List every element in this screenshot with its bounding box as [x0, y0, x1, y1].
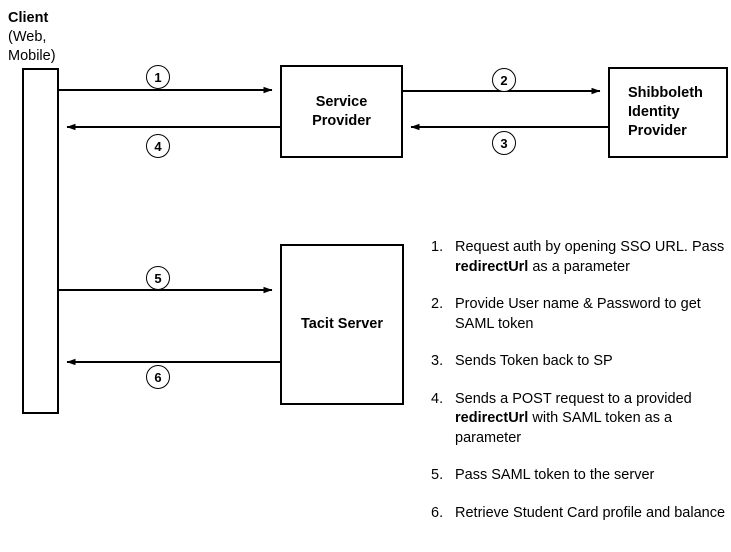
step-badge-2: 2	[492, 68, 516, 92]
client-subtitle-line-2: Mobile)	[8, 48, 56, 64]
service-provider-line-2: Provider	[312, 112, 371, 129]
legend-item-number: 5.	[431, 467, 444, 483]
legend-run: as a parameter	[528, 258, 630, 275]
legend-run: with SAML token as a parameter	[455, 410, 673, 446]
node-service-provider-box	[280, 65, 403, 158]
legend-run: Provide User name & Password to get SAML…	[455, 296, 701, 332]
legend-run: Request auth by opening SSO URL. Pass	[455, 239, 725, 255]
legend-list: 1. Request auth by opening SSO URL. Pass …	[431, 238, 727, 541]
legend-emphasis: redirectUrl	[455, 410, 529, 426]
legend-item: 1. Request auth by opening SSO URL. Pass …	[431, 238, 727, 277]
step-badge-6: 6	[146, 365, 170, 389]
legend-item-text: Retrieve Student Card profile and balanc…	[455, 504, 727, 524]
node-client-label: Client (Web, Mobile)	[8, 9, 128, 66]
legend-run: Retrieve Student Card profile and balanc…	[455, 504, 726, 521]
legend-item-number: 1.	[431, 239, 444, 255]
step-badge-3: 3	[492, 131, 516, 155]
legend-item-text: Provide User name & Password to get SAML…	[455, 295, 727, 334]
legend-run: Pass SAML token to the server	[455, 467, 655, 483]
legend-item: 5. Pass SAML token to the server	[431, 466, 727, 486]
node-tacit-server-label: Tacit Server	[281, 245, 403, 404]
legend-item-number: 3.	[431, 353, 444, 369]
node-client-box	[22, 68, 59, 414]
legend-item: 6. Retrieve Student Card profile and bala…	[431, 504, 727, 524]
legend-item-number: 6.	[431, 504, 444, 521]
legend-item: 3. Sends Token back to SP	[431, 352, 727, 372]
node-identity-provider-label: Shibboleth Identity Provider	[608, 68, 727, 157]
legend-emphasis: redirectUrl	[455, 258, 529, 275]
identity-provider-line-2: Identity	[628, 104, 680, 120]
tacit-server-line-1: Tacit Server	[301, 316, 383, 332]
legend-item-number: 2.	[431, 296, 444, 312]
legend-item: 4. Sends a POST request to a provided red…	[431, 390, 727, 449]
legend-item-text: Pass SAML token to the server	[455, 466, 727, 486]
legend-item-text: Sends Token back to SP	[455, 352, 727, 372]
legend-run: Sends a POST request to a provided	[455, 390, 692, 407]
legend-item-text: Sends a POST request to a provided redir…	[455, 390, 727, 449]
identity-provider-line-3: Provider	[628, 123, 687, 139]
client-title: Client	[8, 10, 49, 26]
legend-item-number: 4.	[431, 390, 444, 407]
legend-item: 2. Provide User name & Password to get SA…	[431, 295, 727, 334]
step-badge-1: 1	[146, 65, 170, 89]
client-subtitle-line-1: (Web,	[8, 29, 47, 45]
step-badge-4: 4	[146, 134, 170, 158]
step-badge-5: 5	[146, 266, 170, 290]
node-service-provider-label: Service Provider	[281, 66, 402, 157]
node-tacit-server-box	[280, 244, 404, 405]
node-identity-provider-box	[608, 67, 728, 158]
identity-provider-line-1: Shibboleth	[628, 85, 703, 101]
service-provider-line-1: Service	[315, 93, 368, 110]
legend-item-text: Request auth by opening SSO URL. Pass re…	[455, 238, 727, 277]
legend-run: Sends Token back to SP	[455, 353, 613, 369]
